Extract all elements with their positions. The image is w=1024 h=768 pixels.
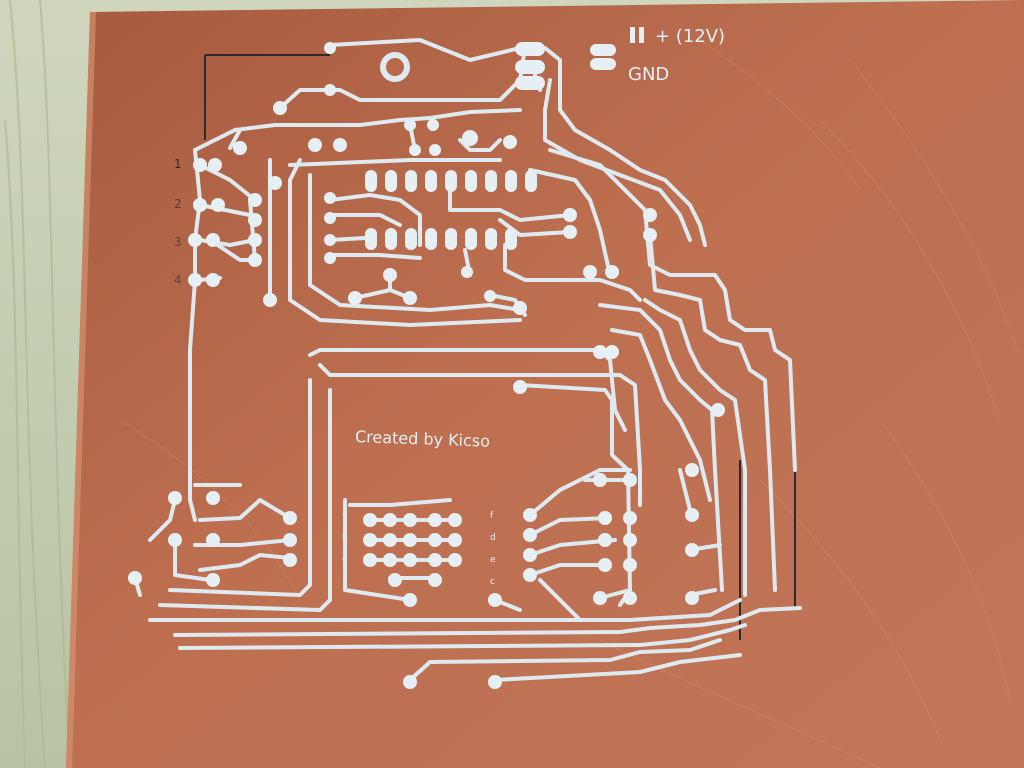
ground-label: GND — [628, 64, 669, 85]
mounting-hole-icon — [380, 52, 410, 82]
row-number-1: 1 — [174, 157, 182, 171]
connector-letters-left: a b c — [342, 509, 348, 565]
connector-letter-c: c — [342, 555, 347, 565]
connector-letters-right: f d e c — [490, 511, 496, 587]
board-edge-highlight — [66, 12, 96, 768]
connector-letter-a: a — [342, 509, 348, 519]
credit-label: Created by Kicso — [355, 427, 491, 451]
row-number-3: 3 — [174, 235, 182, 249]
connector-letter-f: f — [490, 511, 494, 521]
copper-board — [66, 0, 1024, 768]
wood-grain — [4, 0, 71, 768]
row-number-4: 4 — [174, 273, 182, 287]
row-numbers: 1 2 3 4 — [174, 157, 182, 287]
row-number-2: 2 — [174, 197, 182, 211]
power-label: + (12V) — [655, 26, 725, 47]
connector-letter-d: d — [490, 533, 496, 543]
pad-layer — [128, 42, 725, 689]
connector-letter-c2: c — [490, 577, 495, 587]
brush-scratches — [119, 39, 1021, 768]
connector-symbol-icon — [630, 27, 644, 43]
connector-letter-b: b — [342, 533, 348, 543]
connector-letter-e: e — [490, 555, 496, 565]
